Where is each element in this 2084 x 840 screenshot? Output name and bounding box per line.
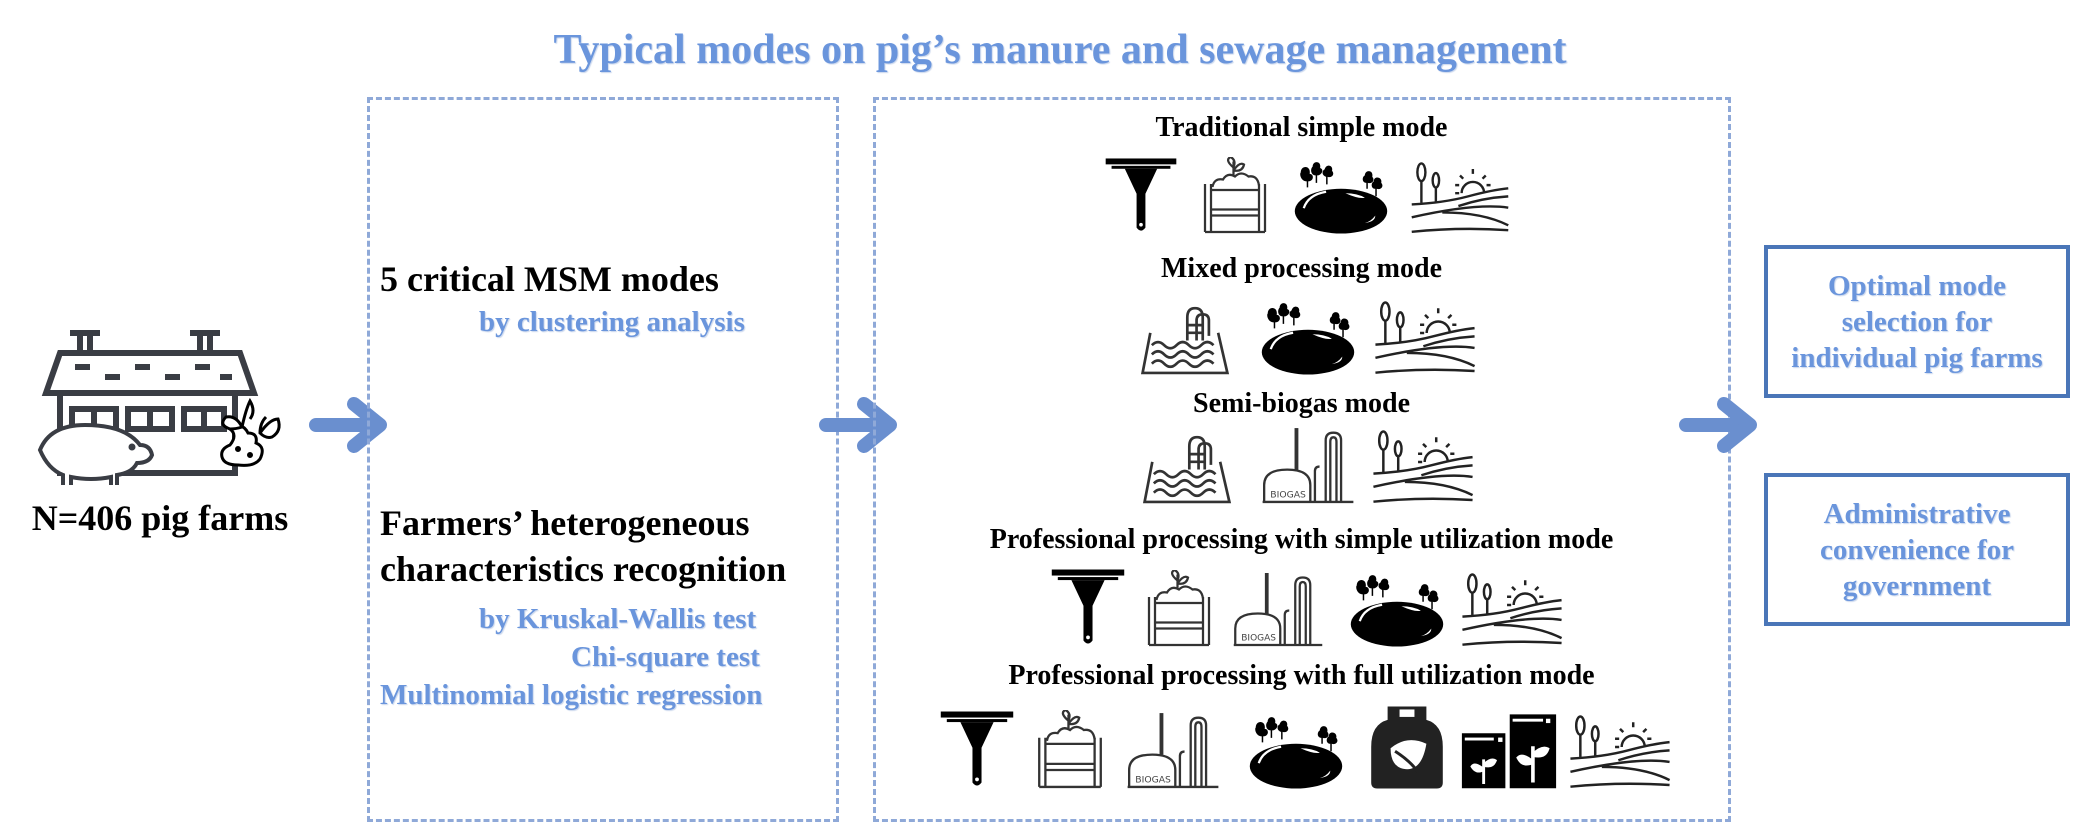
outcome-gov-line2: convenience for: [1819, 533, 2015, 566]
field-icon: [1460, 573, 1563, 646]
compost-bin-icon: [1203, 157, 1266, 234]
arrow-right-icon: [1679, 397, 1757, 453]
biogas-plant-icon: BIOGAS: [1231, 571, 1324, 647]
logistic-regression-label: Multinomial logistic regression: [380, 679, 763, 711]
kruskal-wallis-label: by Kruskal-Wallis test: [479, 603, 757, 635]
diagram-title: Typical modes on pig’s manure and sewage…: [553, 27, 1567, 73]
methods-panel: [367, 97, 839, 822]
mode-label-professional-full: Professional processing with full utiliz…: [1008, 660, 1595, 691]
outcome-gov-line1: Administrative: [1823, 497, 2011, 530]
field-icon: [1410, 162, 1509, 233]
fertilizer-bags-icon: [1459, 712, 1558, 790]
mode-icons-professional-full: BIOGAS: [873, 702, 1730, 790]
arrow-right-icon: [819, 397, 897, 453]
field-icon: [1373, 301, 1476, 374]
msm-modes-heading: 5 critical MSM modes: [380, 259, 719, 299]
compost-bin-icon: [1037, 710, 1102, 789]
mode-icons-mixed: [873, 298, 1730, 376]
clustering-method-label: by clustering analysis: [479, 306, 745, 338]
pond-icon: [1293, 161, 1388, 235]
compost-bin-icon: [1147, 570, 1210, 647]
outcome-box-farms: Optimal mode selection for individual pi…: [1764, 245, 2070, 398]
biogas-plant-icon: BIOGAS: [1125, 711, 1220, 789]
scraper-icon: [1105, 158, 1176, 231]
biogas-text: BIOGAS: [1270, 489, 1306, 500]
sample-size-label: N=406 pig farms: [31, 498, 289, 538]
heterogeneity-heading-line1: Farmers’ heterogeneous: [380, 503, 750, 543]
pig-farm-icon: [20, 325, 300, 491]
field-icon: [1568, 715, 1671, 788]
mode-icons-traditional: [873, 157, 1730, 235]
sedimentation-pool-icon: [1140, 306, 1229, 375]
pond-icon: [1260, 302, 1355, 376]
biogas-text: BIOGAS: [1135, 774, 1171, 785]
field-icon: [1371, 430, 1474, 503]
outcome-farms-line1: Optimal mode: [1827, 269, 2007, 302]
mode-icons-semi-biogas: BIOGAS: [873, 425, 1730, 505]
biogas-text: BIOGAS: [1241, 634, 1276, 644]
pond-icon: [1248, 716, 1343, 790]
mode-label-mixed: Mixed processing mode: [1160, 253, 1443, 284]
biogas-plant-icon: BIOGAS: [1260, 426, 1355, 504]
outcome-box-government: Administrative convenience for governmen…: [1764, 473, 2070, 626]
mode-icons-professional-simple: BIOGAS: [873, 568, 1730, 648]
pond-icon: [1349, 574, 1444, 648]
scraper-icon: [940, 711, 1013, 786]
mode-label-professional-simple: Professional processing with simple util…: [989, 524, 1614, 555]
outcome-farms-line3: individual pig farms: [1791, 341, 2043, 374]
modes-panel: [873, 97, 1731, 822]
mode-label-semi-biogas: Semi-biogas mode: [1193, 388, 1410, 419]
outcome-gov-line3: government: [1842, 569, 1992, 602]
outcome-farms-line2: selection for: [1841, 305, 1993, 338]
chi-square-label: Chi-square test: [571, 641, 760, 673]
gas-cylinder-icon: [1369, 704, 1444, 790]
heterogeneity-heading-line2: characteristics recognition: [380, 549, 787, 589]
scraper-icon: [1051, 569, 1124, 644]
mode-label-traditional: Traditional simple mode: [1155, 112, 1448, 143]
sedimentation-pool-icon: [1142, 435, 1231, 504]
